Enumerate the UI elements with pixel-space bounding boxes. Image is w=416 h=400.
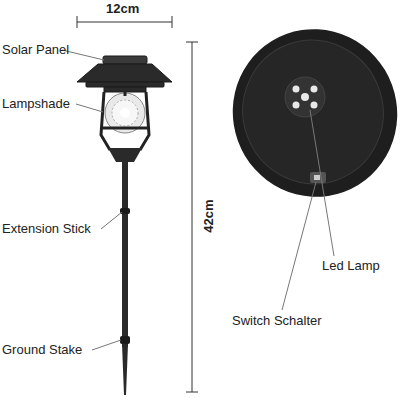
dimension-label: 42cm	[203, 199, 217, 232]
part-label: Led Lamp	[322, 259, 380, 273]
part-label: Solar Panel	[2, 43, 69, 57]
part-label: Extension Stick	[2, 222, 91, 236]
part-label: Switch Schalter	[232, 314, 322, 328]
part-label: Ground Stake	[2, 343, 82, 357]
dimension-label: 12cm	[106, 2, 139, 16]
part-label: Lampshade	[2, 97, 70, 111]
